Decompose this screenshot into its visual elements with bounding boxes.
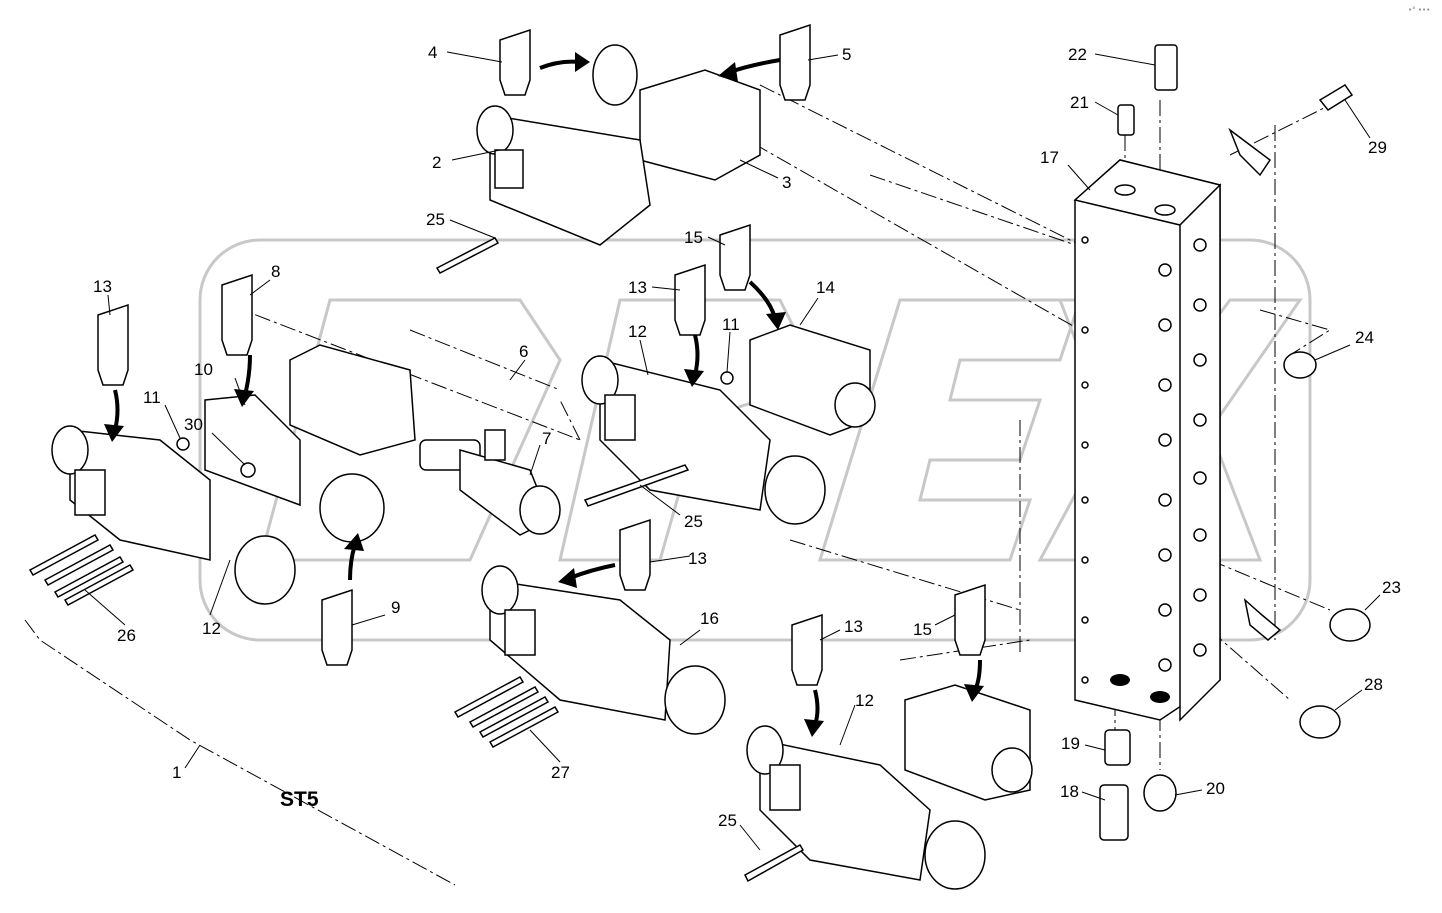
plug-24 <box>1283 351 1317 379</box>
block-10 <box>204 394 301 507</box>
callout-5: 5 <box>842 45 851 64</box>
tube-5 <box>779 23 811 101</box>
callout-17: 17 <box>1040 148 1059 167</box>
callout-15: 15 <box>684 228 703 247</box>
callout-22: 22 <box>1068 45 1087 64</box>
bolt-25a <box>435 237 500 274</box>
callout-9: 9 <box>391 598 400 617</box>
callout-11: 11 <box>143 388 161 407</box>
fitting-21 <box>1117 104 1135 136</box>
coil-cap-top <box>592 44 638 106</box>
callout-13: 13 <box>628 278 647 297</box>
manifold-ports <box>1081 236 1207 684</box>
plug-20 <box>1143 774 1177 812</box>
valve-left <box>51 344 416 605</box>
fitting-19 <box>1104 729 1131 766</box>
tube-13a <box>97 303 129 386</box>
callout-6: 6 <box>519 342 528 361</box>
manifold-block <box>1073 159 1222 722</box>
bolt-25c <box>744 843 805 883</box>
callout-13: 13 <box>844 617 863 636</box>
tube-15b <box>954 583 986 656</box>
valve-body-12b <box>599 359 771 511</box>
callout-8: 8 <box>271 262 280 281</box>
callout-30: 30 <box>184 415 203 434</box>
tube-13c <box>619 518 651 591</box>
callout-3: 3 <box>782 173 791 192</box>
tube-4 <box>499 28 531 96</box>
callout-25: 25 <box>426 210 445 229</box>
arrows <box>104 52 984 737</box>
callout-12: 12 <box>202 619 221 638</box>
assembly-label: ST5 <box>280 788 319 811</box>
callout-18: 18 <box>1060 782 1079 801</box>
callouts: 4 5 2 3 25 22 21 17 29 15 13 8 13 14 12 … <box>93 43 1401 830</box>
callout-26: 26 <box>117 626 136 645</box>
o-ring-11 <box>176 437 190 451</box>
valve-body-12a <box>69 429 211 561</box>
valve-16 <box>481 565 726 735</box>
fitting-28 <box>1299 705 1341 739</box>
callout-14: 14 <box>816 278 835 297</box>
callout-11: 11 <box>722 315 740 334</box>
callout-4: 4 <box>428 43 437 62</box>
corner-mark: •° ••• <box>1408 6 1430 14</box>
callout-29: 29 <box>1368 138 1387 157</box>
callout-2: 2 <box>432 153 441 172</box>
tube-15a <box>719 223 751 291</box>
leader-lines <box>84 51 1381 851</box>
callout-25: 25 <box>684 512 703 531</box>
callout-16: 16 <box>700 609 719 628</box>
callout-15: 15 <box>913 620 932 639</box>
tube-13d <box>791 613 823 686</box>
callout-7: 7 <box>542 429 551 448</box>
assembly-lines <box>24 84 1341 886</box>
sensor-18 <box>1099 784 1129 841</box>
valve-sub-top <box>289 344 416 456</box>
callout-13: 13 <box>688 549 707 568</box>
fitting-22 <box>1154 44 1178 91</box>
connector-2 <box>494 149 524 189</box>
callout-19: 19 <box>1061 734 1080 753</box>
callout-20: 20 <box>1206 779 1225 798</box>
callout-1: 1 <box>172 763 181 782</box>
bolt-set-27 <box>453 676 560 748</box>
valve-lower <box>744 684 1033 890</box>
bracket-lower <box>1243 597 1282 641</box>
bolt-25b <box>583 464 690 507</box>
bracket-upper <box>1228 127 1272 177</box>
o-ring-11b <box>720 371 734 385</box>
callout-23: 23 <box>1382 578 1401 597</box>
sandwich-block-3 <box>639 69 761 181</box>
seal-30 <box>240 462 256 478</box>
valve-body-2 <box>489 114 651 246</box>
callout-21: 21 <box>1070 93 1089 112</box>
tube-13b <box>674 263 706 336</box>
fittings <box>1099 44 1371 841</box>
callout-28: 28 <box>1364 675 1383 694</box>
tube-8 <box>221 273 253 356</box>
callout-13: 13 <box>93 277 112 296</box>
callout-27: 27 <box>551 763 570 782</box>
callout-12: 12 <box>855 691 874 710</box>
cartridge-valve-7 <box>419 429 561 536</box>
callout-10: 10 <box>194 360 213 379</box>
tubes <box>97 23 986 686</box>
valve-body-12c <box>759 739 931 881</box>
bolt-set-26 <box>28 534 135 606</box>
valve-middle <box>581 324 876 525</box>
bolts <box>28 237 560 748</box>
tube-9 <box>321 588 353 666</box>
callout-25: 25 <box>718 811 737 830</box>
valve-top <box>476 44 761 246</box>
screw-29 <box>1318 83 1354 111</box>
fitting-23 <box>1329 608 1371 642</box>
callout-12: 12 <box>628 322 647 341</box>
coil-cap-9 <box>319 473 385 543</box>
callout-24: 24 <box>1355 328 1374 347</box>
